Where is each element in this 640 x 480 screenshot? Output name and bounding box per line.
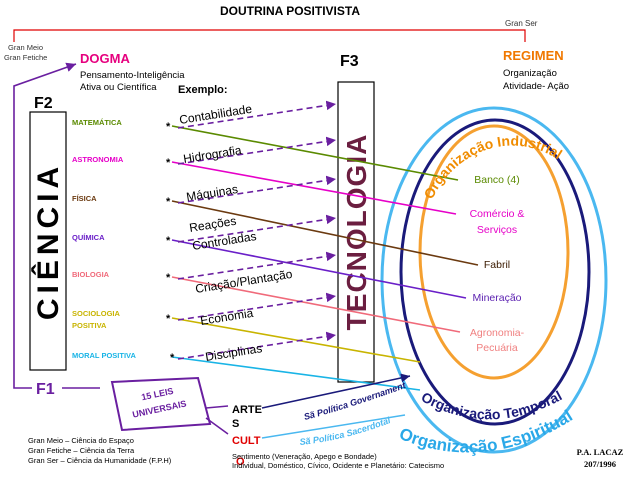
gran-meio-label: Gran Meio [8,43,43,52]
sector-agronomia: Agronomia- [470,327,525,339]
legend-line3: Gran Ser – Ciência da Humanidade (F.P.H) [28,456,172,465]
leis-box [110,376,212,432]
example-arrow [177,175,337,204]
legend-line1: Gran Meio – Ciência do Espaço [28,436,134,445]
dogma-line1: Pensamento-Inteligência [80,70,185,81]
culto-label-o: O [236,456,245,468]
author-name: P.A. LACAZ [577,447,624,457]
sector-fabril: Fabril [484,259,510,271]
dogma-line2: Ativa ou Científica [80,82,157,93]
star-marker: * [166,157,171,169]
science-sociologia: SOCIOLOGIA [72,309,121,318]
science-line [171,276,461,333]
science-line [171,200,479,266]
gran-fetiche-label: Gran Fetiche [4,53,47,62]
sector-agronomia-line2: Pecuária [476,342,518,354]
science-line [171,317,421,363]
science-moral: MORAL POSITIVA [72,351,136,360]
science-line [171,239,467,299]
example-arrow [177,136,337,165]
example-arrow [177,292,337,321]
ring-espiritual [380,106,608,454]
sector-comercio: Comércio & [470,208,525,220]
tecnologia-label: TECNOLOGIA [341,134,372,331]
star-marker: * [166,272,171,284]
example-arrow [177,214,337,243]
artes-to-temporal-arrow [261,373,411,409]
page-title: DOUTRINA POSITIVISTA [220,4,360,18]
star-marker: * [166,235,171,247]
science-lines [171,125,479,391]
sector-mineracao: Mineração [472,292,521,304]
ring-temporal [399,118,591,426]
regimen-line2: Atividade- Ação [503,81,569,92]
regimen-title: REGIMEN [503,48,564,63]
ciencia-label: CIÊNCIA [31,162,65,320]
sector-banco: Banco (4) [474,174,520,186]
example-arrow [177,331,337,360]
science-fisica: FÍSICA [72,194,97,203]
example-maquinas: Máquinas [185,182,239,204]
leis-to-artes-line [205,405,229,409]
example-contabilidade: Contabilidade [178,102,253,127]
author-date: 207/1996 [584,459,616,469]
science-biologia: BIOLOGIA [72,270,110,279]
org-temporal-label: Organização Temporal [419,387,565,422]
ring-industrial [418,124,570,380]
example-criacao: Criação/Plantação [194,267,293,296]
culto-label: CULT [232,435,261,447]
leis-to-culto-line [205,417,229,435]
example-reacoes: Reações [188,214,237,235]
legend-line2: Gran Fetiche – Ciência da Terra [28,446,135,455]
star-marker: * [166,196,171,208]
dogma-title: DOGMA [80,51,130,66]
catecismo-text: Individual, Doméstico, Cívico, Ocidente … [232,461,444,470]
science-matematica: MATEMÁTICA [72,118,122,127]
org-industrial-label: Organização Industrial [420,133,565,202]
science-astronomia: ASTRONOMIA [72,155,124,164]
ciencia-box [29,111,67,371]
example-disciplinas: Disciplinas [204,341,263,364]
science-line [171,161,457,215]
star-marker: * [170,352,175,364]
star-marker: * [166,313,171,325]
science-quimica: QUÍMICA [72,233,105,242]
example-hidrografia: Hidrografia [182,143,242,166]
science-sociologia-line2: POSITIVA [72,321,107,330]
example-arrows [177,100,337,360]
f1-to-dogma-arrow [13,62,77,389]
sector-comercio-line2: Serviços [477,224,517,236]
exemplo-label: Exemplo: [178,84,228,96]
top-bracket [13,29,526,42]
artes-label: ARTE [232,404,262,416]
regimen-line1: Organização [503,68,557,79]
sentimento-text: Sentimento (Veneração, Apego e Bondade) [232,452,377,461]
example-arrow [177,251,337,280]
culto-to-espiritual-line [261,414,406,439]
science-line [171,356,421,391]
tecnologia-box [337,81,375,383]
f1-label: F1 [36,381,55,398]
gran-ser-label: Gran Ser [505,19,538,28]
science-line [171,125,459,181]
example-economia: Economia [199,306,254,328]
f2-label: F2 [34,95,53,112]
star-marker: * [166,121,171,133]
f3-label: F3 [340,53,359,70]
example-arrow [177,100,337,129]
artes-label-line2: S [232,418,239,430]
